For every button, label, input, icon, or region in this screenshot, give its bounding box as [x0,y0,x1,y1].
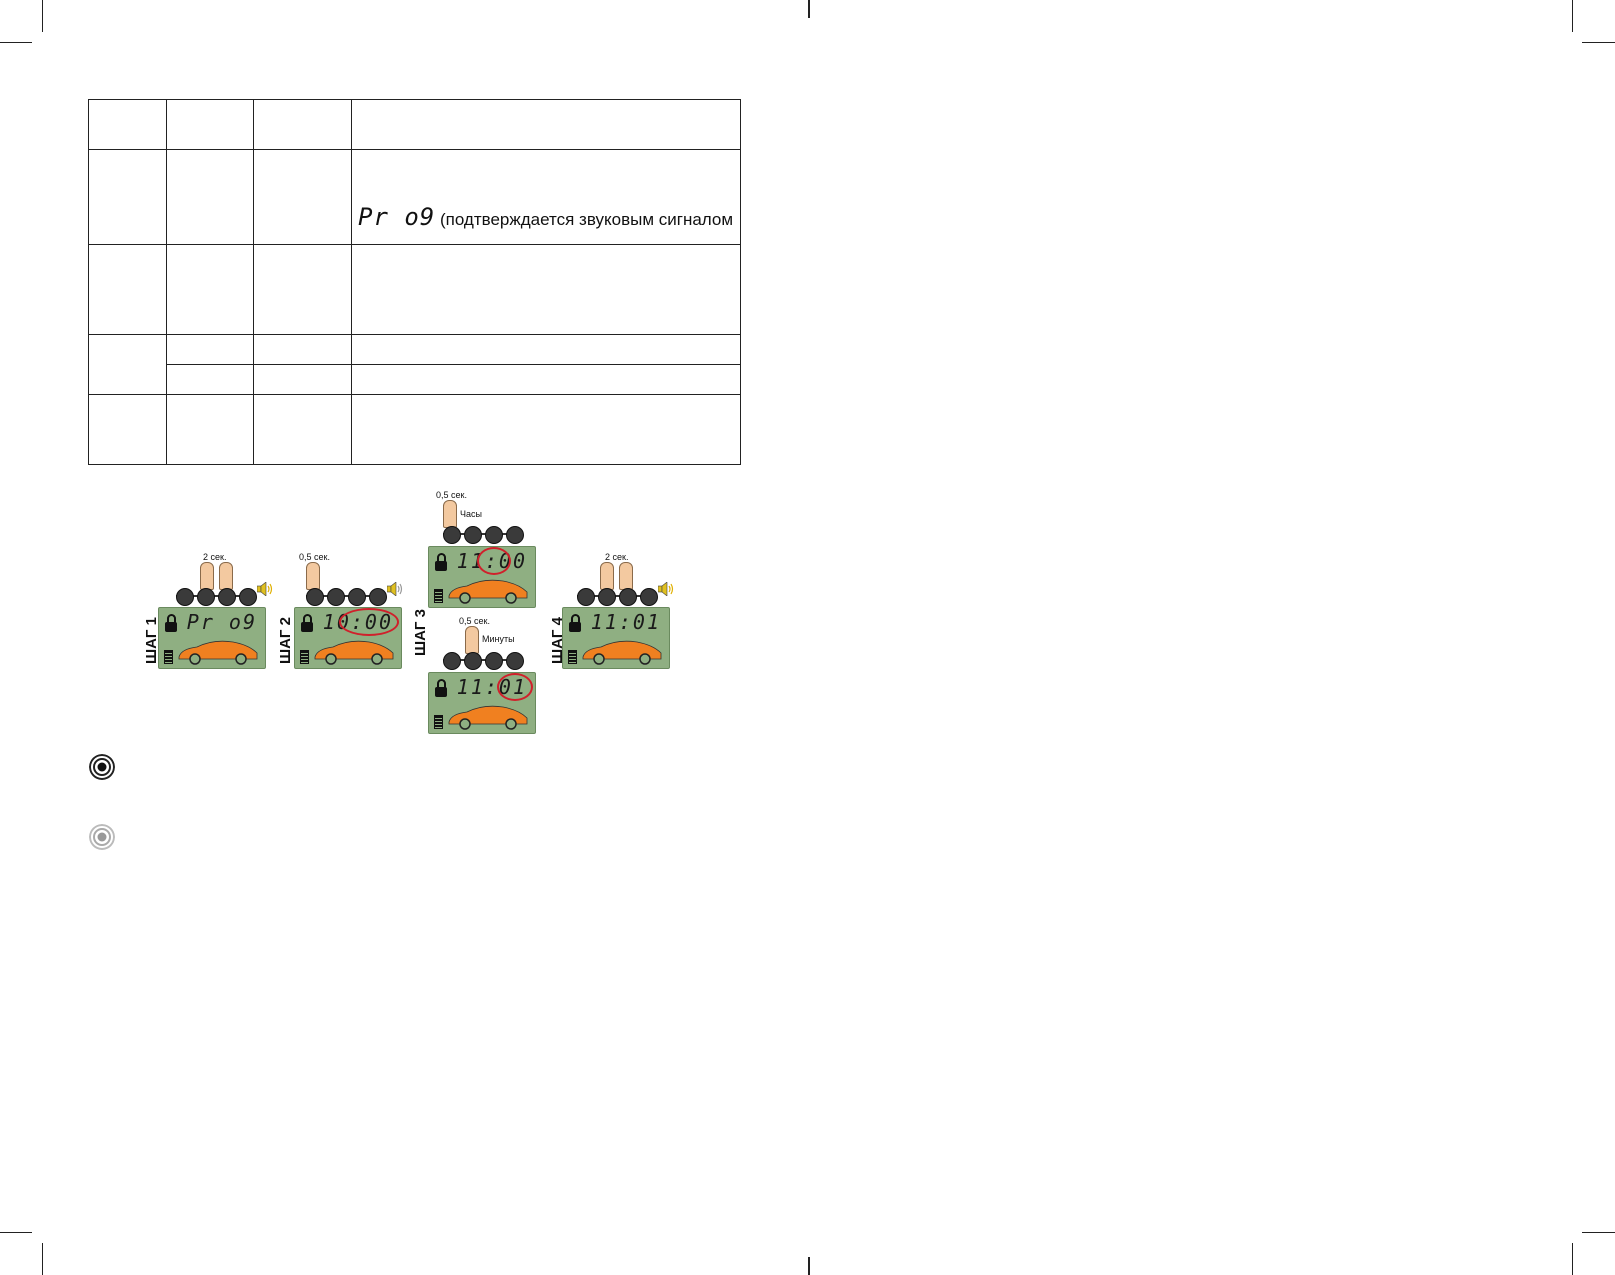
button-row [443,652,523,668]
button-row [577,588,657,604]
lcd-digits: Pr o9 [187,610,257,634]
table-cell [352,245,741,335]
press-duration: 2 сек. [203,552,226,562]
table-cell [167,365,254,395]
highlight-circle [339,608,399,636]
table-cell [254,245,352,335]
table-cell [167,150,254,245]
table-cell [254,365,352,395]
speaker-icon [658,582,676,596]
table-cell [352,365,741,395]
car-icon [447,578,529,604]
step-label: ШАГ 2 [277,617,294,664]
battery-icon [164,650,173,664]
crop-mark [42,1243,43,1275]
car-icon [447,704,529,730]
prog-note: (подтверждается звуковым сигналом [440,210,733,229]
table-cell [167,395,254,465]
lcd-digits: 11:01 [591,610,661,634]
table-cell [254,150,352,245]
lock-icon [165,622,177,632]
car-icon [313,639,395,665]
finger-icon [200,562,214,590]
table-cell [254,395,352,465]
bullet-target-icon [89,824,115,850]
table-cell [352,100,741,150]
table-cell [89,335,167,395]
table-cell [89,150,167,245]
car-icon [177,639,259,665]
table-cell [89,395,167,465]
car-icon [581,639,663,665]
battery-icon [568,650,577,664]
finger-icon [600,562,614,590]
step-label: ШАГ 3 [412,609,429,656]
table-cell [89,245,167,335]
programming-table: Pr o9 (подтверждается звуковым сигналом [88,99,741,465]
button-function-label: Минуты [482,634,515,644]
lock-icon [435,561,447,571]
button-function-label: Часы [460,509,482,519]
lock-icon [301,622,313,632]
bullet-target-icon [89,754,115,780]
prog-code: Pr o9 [358,203,435,231]
finger-icon [465,626,479,654]
lcd-display: 11:01 [562,607,670,669]
speaker-icon [257,582,275,596]
crop-mark [42,0,43,32]
button-row [443,526,523,542]
press-duration: 0,5 сек. [459,616,490,626]
crop-mark [0,42,32,43]
crop-mark [0,1232,32,1233]
finger-icon [619,562,633,590]
lcd-display: 10:00 [294,607,402,669]
crop-mark [808,0,810,18]
crop-mark [808,1257,810,1275]
battery-icon [300,650,309,664]
crop-mark [1572,0,1573,32]
highlight-circle [477,547,511,575]
lock-icon [569,622,581,632]
table-cell [167,100,254,150]
table-cell [167,335,254,365]
press-duration: 0,5 сек. [299,552,330,562]
press-duration: 0,5 сек. [436,490,467,500]
lcd-display: 11:00 [428,546,536,608]
button-row [176,588,256,604]
finger-icon [443,500,457,528]
finger-icon [219,562,233,590]
highlight-circle [497,673,533,701]
table-cell [254,100,352,150]
crop-mark [1582,42,1615,43]
finger-icon [306,562,320,590]
lcd-display: Pr o9 [158,607,266,669]
table-cell [254,335,352,365]
table-cell: Pr o9 (подтверждается звуковым сигналом [352,150,741,245]
lock-icon [435,687,447,697]
press-duration: 2 сек. [605,552,628,562]
crop-mark [1572,1243,1573,1275]
crop-mark [1582,1232,1615,1233]
battery-icon [434,589,443,603]
table-cell [89,100,167,150]
table-cell [352,335,741,365]
table-cell [352,395,741,465]
battery-icon [434,715,443,729]
speaker-icon [387,582,405,596]
button-row [306,588,386,604]
lcd-display: 11:01 [428,672,536,734]
table-cell [167,245,254,335]
